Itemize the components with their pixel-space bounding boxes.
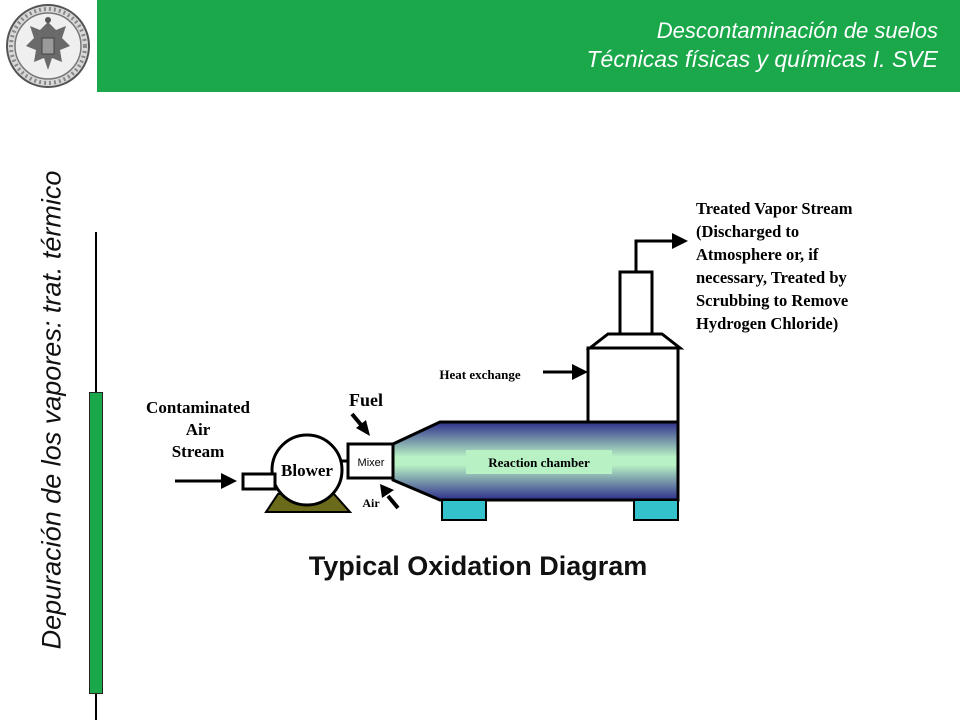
input-label-line1: Contaminated (146, 398, 250, 417)
reaction-chamber-label-bg (466, 450, 612, 474)
exhaust-arrow (672, 233, 688, 249)
output-label-line4: necessary, Treated by (696, 268, 848, 287)
exhaust-stack (618, 270, 654, 338)
mixer-box (346, 442, 395, 480)
reaction-chamber-label: Reaction chamber (488, 455, 590, 470)
heat-exchanger-box (586, 346, 680, 424)
blower-inlet (241, 472, 277, 491)
exhaust-pipe (634, 239, 676, 272)
air-arrow (380, 484, 394, 498)
output-label-line1: Treated Vapor Stream (696, 199, 853, 218)
fuel-arrow (356, 420, 370, 436)
logo (0, 0, 97, 92)
fuel-arrow-line (350, 412, 364, 428)
diagram-caption: Typical Oxidation Diagram (309, 551, 648, 581)
heat-exchange-arrow (572, 364, 588, 380)
side-green-bar (89, 392, 103, 694)
header-title-line2: Técnicas físicas y químicas I. SVE (586, 46, 938, 72)
chamber-leg-right (633, 499, 679, 521)
output-label-line6: Hydrogen Chloride) (696, 314, 838, 333)
chamber-leg-left (441, 499, 487, 521)
header-title: Descontaminación de suelos Técnicas físi… (586, 16, 938, 74)
input-label-line3: Stream (172, 442, 225, 461)
heat-exchanger-hood (585, 332, 685, 350)
university-seal-icon (6, 4, 90, 88)
air-arrow-line (386, 494, 400, 510)
air-label: Air (362, 496, 380, 510)
output-label-line5: Scrubbing to Remove (696, 291, 848, 310)
heat-exchange-label: Heat exchange (439, 367, 520, 382)
output-label-line3: Atmosphere or, if (696, 245, 819, 264)
output-label-line2: (Discharged to (696, 222, 799, 241)
blower-label: Blower (281, 461, 333, 480)
input-label-line2: Air (186, 420, 211, 439)
fuel-label: Fuel (349, 390, 383, 410)
mixer-label: Mixer (358, 457, 385, 469)
header-title-line1: Descontaminación de suelos (656, 18, 938, 43)
inlet-arrow (221, 473, 237, 489)
header-bar: Descontaminación de suelos Técnicas físi… (0, 0, 960, 92)
blower-housing (270, 433, 344, 507)
